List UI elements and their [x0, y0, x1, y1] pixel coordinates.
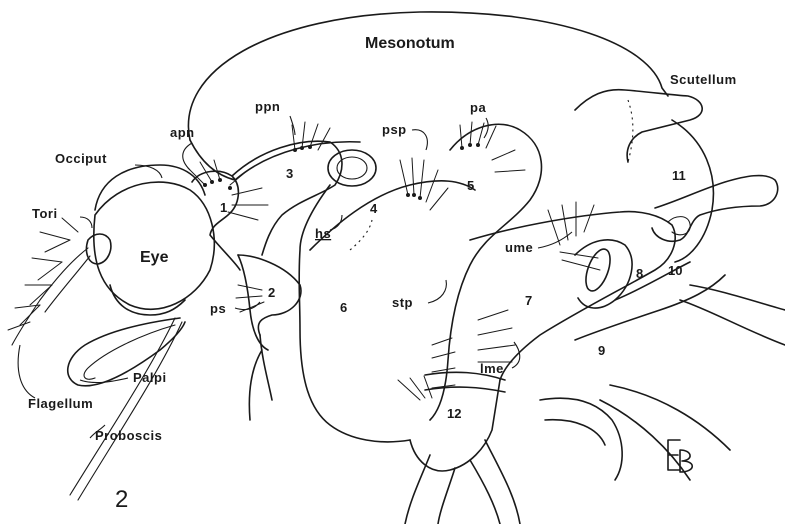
label-palpi: Palpi [133, 370, 167, 385]
label-stp: stp [392, 295, 413, 310]
sclerite-3: 3 [286, 166, 293, 181]
label-ps: ps [210, 301, 226, 316]
metathoracic-spiracle [581, 246, 615, 294]
halter-outline [652, 176, 778, 242]
occiput-outline [95, 165, 205, 210]
sclerite-7: 7 [525, 293, 532, 308]
sclerite-10: 10 [668, 263, 682, 278]
antenna-flagellum-2 [45, 256, 90, 312]
antenna-flagellum [12, 248, 88, 345]
coxa-mid [410, 380, 500, 471]
tori-outline [86, 234, 110, 264]
mesepimeron-right [470, 212, 675, 380]
label-eye: Eye [140, 249, 169, 266]
figure-number: 2 [115, 486, 128, 513]
scutellum-outline [575, 90, 702, 162]
label-scutellum: Scutellum [670, 72, 737, 87]
label-proboscis: Proboscis [95, 428, 162, 443]
leg-3 [540, 398, 622, 480]
sclerite-2: 2 [268, 285, 275, 300]
label-apn: apn [170, 125, 195, 140]
label-pa: pa [470, 100, 486, 115]
anterior-pronotum [192, 171, 240, 270]
antenna-whorls [8, 218, 78, 330]
sclerite-11: 11 [672, 168, 686, 183]
sclerite-8: 8 [636, 266, 643, 281]
label-mesonotum: Mesonotum [365, 35, 455, 52]
sclerite-1: 1 [220, 200, 227, 215]
label-lme: lme [480, 361, 504, 376]
mesepisternum [299, 185, 410, 442]
label-flagellum: Flagellum [28, 396, 93, 411]
label-occiput: Occiput [55, 151, 107, 166]
label-ume: ume [505, 240, 533, 255]
label-ppn: ppn [255, 99, 280, 114]
mesonotum-outline [188, 12, 668, 140]
leg-4 [600, 385, 730, 480]
leg-1 [405, 455, 455, 524]
sclerite-4: 4 [370, 201, 378, 216]
sclerite-9: 9 [598, 343, 605, 358]
label-hs: hs [315, 226, 331, 241]
sclerite-5: 5 [467, 178, 474, 193]
sclerite-12: 12 [447, 406, 461, 421]
hs-suture [350, 220, 372, 250]
sternopleural-suture [310, 181, 475, 250]
sclerite-6: 6 [340, 300, 347, 315]
label-psp: psp [382, 122, 407, 137]
bristles [188, 122, 600, 400]
label-tori: Tori [32, 206, 58, 221]
coxa-fore [249, 335, 272, 420]
spiracle-anterior [328, 150, 376, 186]
scutellum-dash [628, 100, 633, 162]
leg-5 [680, 285, 785, 345]
